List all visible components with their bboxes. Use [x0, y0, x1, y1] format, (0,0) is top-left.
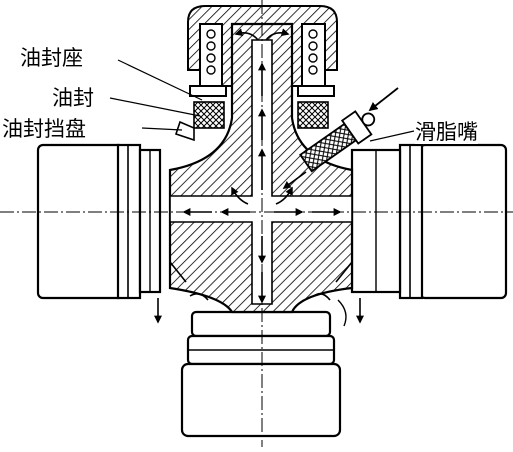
label-oil-seal: 油封 — [52, 86, 94, 110]
bottom-bearing-cup — [180, 310, 342, 438]
label-grease-nipple: 滑脂嘴 — [415, 120, 478, 144]
grease-nipple — [299, 110, 376, 173]
label-oil-seal-retainer: 油封挡盘 — [2, 117, 86, 141]
oil-seal-left — [174, 101, 225, 142]
oil-seal-lower — [169, 261, 353, 301]
leader-lines — [109, 59, 415, 142]
right-bearing-cup — [350, 143, 508, 300]
top-bearing-cap — [187, 5, 338, 97]
grease-flow-arrows — [154, 28, 364, 324]
label-oil-seal-seat: 油封座 — [20, 46, 83, 70]
grease-drip — [337, 299, 347, 327]
external-grease-arrow — [368, 87, 399, 112]
oil-seal-right — [297, 101, 329, 129]
left-bearing-cup — [36, 143, 162, 300]
